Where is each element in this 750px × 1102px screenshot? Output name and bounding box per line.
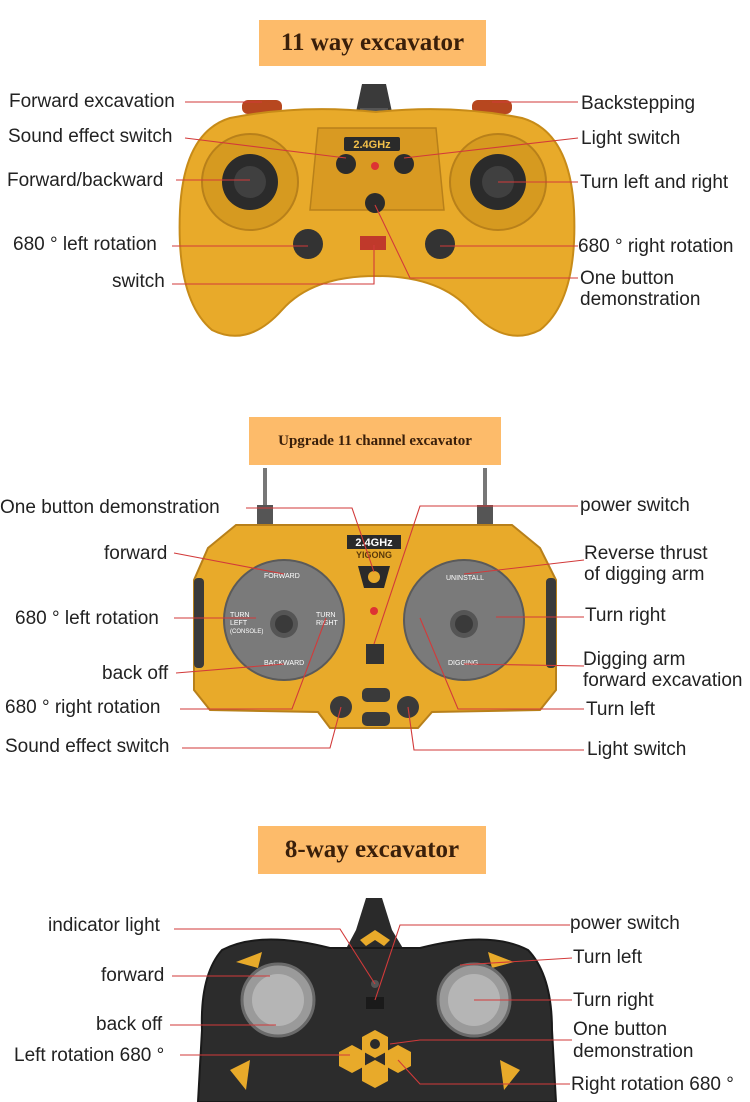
section2-title-banner: Upgrade 11 channel excavator (249, 417, 501, 465)
label2-back-off: back off (102, 663, 169, 684)
label2-reverse-thrust-line1: Reverse thrust (584, 543, 708, 564)
label3-one-button-demo-line2: demonstration (573, 1041, 694, 1062)
label-light-switch: Light switch (581, 128, 681, 149)
section-11-way-excavator: 11 way excavator 2.4GHz (0, 0, 750, 370)
label2-reverse-thrust-line2: of digging arm (584, 564, 705, 585)
label3-turn-left: Turn left (573, 947, 642, 968)
label-backstepping: Backstepping (581, 93, 696, 114)
section1-leader-lines (172, 101, 579, 285)
label2-forward: forward (104, 543, 168, 564)
label-one-button-demo-line2: demonstration (580, 289, 701, 310)
section2-leader-lines (173, 505, 585, 751)
pad-digging-text: DIGGING (448, 660, 479, 667)
label3-forward: forward (101, 965, 165, 986)
section2-title: Upgrade 11 channel excavator (278, 432, 472, 449)
label-one-button-demo-line1: One button (580, 268, 675, 289)
pad-turn-left-text: TURN LEFT (230, 612, 250, 627)
label-turn-left-right: Turn left and right (580, 172, 729, 193)
section-upgrade-11-channel: Upgrade 11 channel excavator 2.4GHz YIGO… (0, 417, 743, 760)
label2-light-switch: Light switch (587, 739, 687, 760)
label2-digging-arm-line2: forward excavation (583, 670, 743, 691)
label2-turn-right: Turn right (585, 605, 666, 626)
label2-one-button-demo: One button demonstration (0, 497, 220, 518)
section1-title-banner: 11 way excavator (259, 20, 486, 66)
label-sound-effect-switch: Sound effect switch (8, 126, 173, 147)
pad-forward-text: FORWARD (264, 573, 300, 580)
label3-one-button-demo-line1: One button (573, 1019, 668, 1040)
label3-turn-right: Turn right (573, 990, 654, 1011)
pad-turn-right-text: TURN RIGHT (316, 612, 338, 627)
label2-sound-effect-switch: Sound effect switch (5, 736, 170, 757)
pad-console-text: (CONSOLE) (230, 629, 264, 635)
label2-left-rotation: 680 ° left rotation (15, 608, 159, 629)
label2-right-rotation: 680 ° right rotation (5, 697, 161, 718)
label2-turn-left: Turn left (586, 699, 655, 720)
label3-indicator-light: indicator light (48, 915, 160, 936)
label3-right-rotation: Right rotation 680 ° (571, 1074, 734, 1095)
label-left-rotation: 680 ° left rotation (13, 234, 157, 255)
section3-title-banner: 8-way excavator (258, 826, 486, 874)
label3-back-off: back off (96, 1014, 163, 1035)
section1-title: 11 way excavator (280, 29, 465, 56)
label-right-rotation: 680 ° right rotation (578, 236, 734, 257)
pad-backward-text: BACKWARD (264, 660, 305, 667)
section2-brand: YIGONG (356, 550, 392, 560)
section1-badge: 2.4GHz (353, 139, 391, 151)
label3-power-switch: power switch (570, 913, 680, 934)
label-switch: switch (112, 271, 165, 292)
label2-digging-arm-line1: Digging arm (583, 649, 686, 670)
label-forward-backward: Forward/backward (7, 170, 164, 191)
controller-11-way-illustration: 2.4GHz (178, 84, 576, 337)
section3-title: 8-way excavator (284, 836, 460, 863)
label-forward-excavation: Forward excavation (9, 91, 175, 112)
pad-uninstall-text: UNINSTALL (446, 575, 484, 582)
label2-power-switch: power switch (580, 495, 690, 516)
label3-left-rotation: Left rotation 680 ° (14, 1045, 165, 1066)
